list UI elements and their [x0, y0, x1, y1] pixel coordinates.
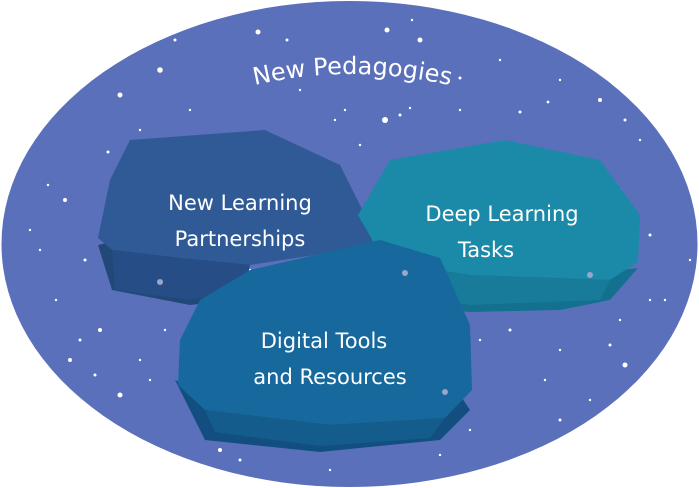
star [382, 117, 388, 123]
star [543, 378, 547, 382]
star [117, 92, 123, 98]
star-dim [442, 389, 448, 395]
star [638, 138, 642, 142]
star-dim [402, 270, 408, 276]
star [343, 108, 347, 112]
star [384, 27, 390, 33]
star [518, 110, 522, 114]
region-deep-tasks-line1: Deep Learning [425, 202, 578, 226]
star [117, 392, 123, 398]
star [458, 108, 462, 112]
star [468, 428, 472, 432]
star [138, 128, 142, 132]
star [663, 298, 667, 302]
region-partnerships: New Learning Partnerships [98, 130, 380, 305]
star [285, 38, 289, 42]
star [498, 58, 502, 62]
star-dim [587, 272, 593, 278]
star [358, 143, 362, 147]
star [598, 98, 602, 102]
star [623, 118, 627, 122]
star [558, 348, 562, 352]
region-partnerships-line2: Partnerships [175, 227, 306, 251]
star [558, 78, 562, 82]
star [417, 37, 423, 43]
star [238, 458, 242, 462]
star [93, 373, 97, 377]
star [255, 29, 261, 35]
region-digital-line1: Digital Tools [261, 329, 388, 353]
star [333, 118, 337, 122]
region-deep-tasks-line2: Tasks [457, 238, 514, 262]
star [218, 448, 222, 452]
star [157, 67, 163, 73]
star [648, 298, 652, 302]
star [328, 468, 332, 472]
star [63, 198, 67, 202]
star [78, 338, 82, 342]
star [478, 338, 482, 342]
star [83, 258, 87, 262]
star [546, 100, 550, 104]
star [54, 298, 58, 302]
star [508, 328, 512, 332]
star [608, 343, 612, 347]
star [106, 150, 110, 154]
star [410, 18, 414, 22]
star [618, 318, 622, 322]
star [38, 248, 42, 252]
star [163, 328, 167, 332]
region-partnerships-line1: New Learning [168, 191, 312, 215]
star [408, 106, 412, 110]
star [688, 258, 692, 262]
star [298, 88, 302, 92]
region-digital-line2: and Resources [253, 365, 406, 389]
star [138, 358, 142, 362]
star [98, 328, 102, 332]
star [188, 108, 192, 112]
star [398, 113, 402, 117]
star [622, 362, 628, 368]
star [28, 228, 32, 232]
star [678, 348, 682, 352]
star [148, 378, 152, 382]
region-digital: Digital Tools and Resources [175, 240, 472, 452]
star [458, 76, 462, 80]
star-dim [157, 279, 163, 285]
star [558, 418, 562, 422]
star [68, 358, 72, 362]
star [648, 233, 652, 237]
star [438, 453, 442, 457]
star [173, 38, 177, 42]
star [46, 183, 50, 187]
star [588, 398, 592, 402]
